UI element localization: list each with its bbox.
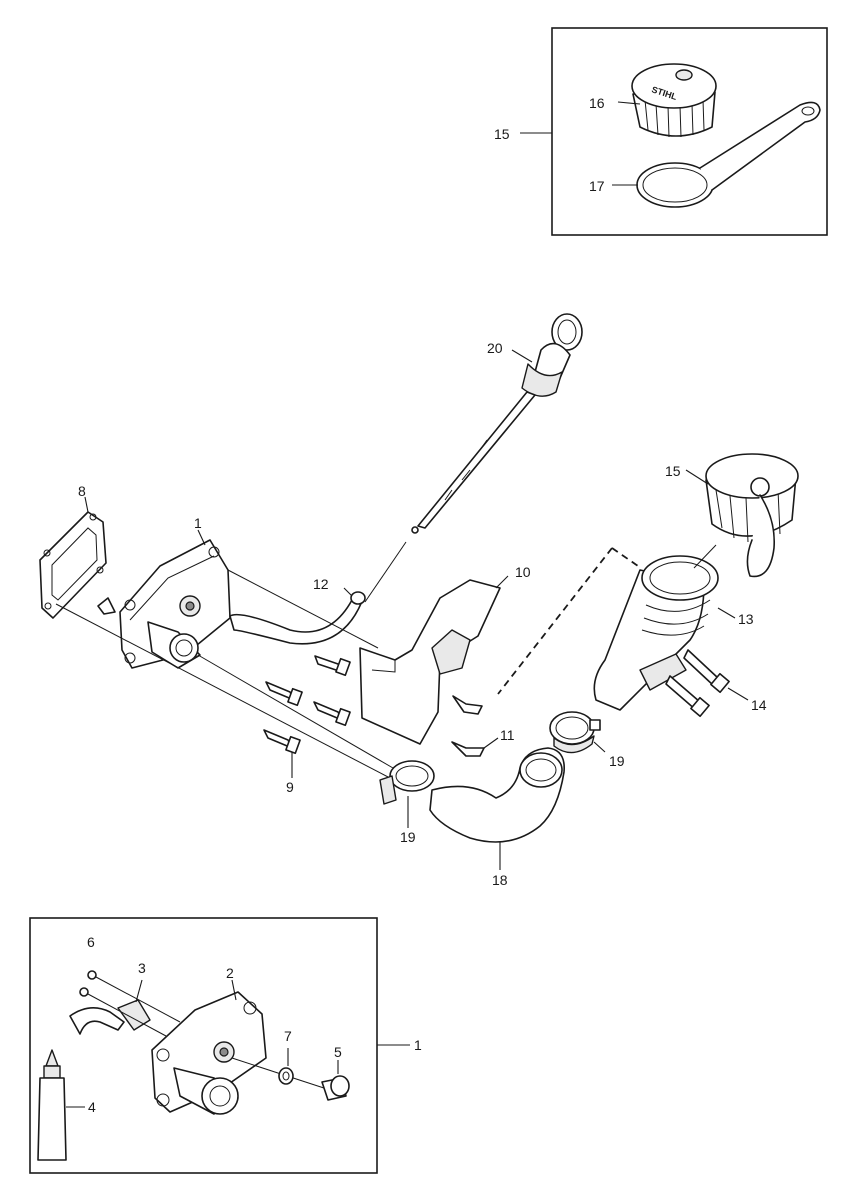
callout-16: 16 [589, 95, 605, 111]
housing-body [151, 979, 267, 1115]
callout-20: 20 [487, 340, 503, 356]
callout-15-main: 15 [665, 463, 681, 479]
callout-13: 13 [738, 611, 754, 627]
callout-18: 18 [492, 872, 508, 888]
callout-1-inset: 1 [414, 1037, 422, 1053]
callout-10: 10 [515, 564, 531, 580]
rubber-elbow-hose [429, 747, 565, 870]
sealant-tube [37, 1049, 85, 1161]
oil-hose [229, 587, 366, 645]
callout-3: 3 [138, 960, 146, 976]
filler-neck [593, 555, 736, 711]
fitting-and-screws [69, 970, 181, 1037]
inset-housing-kit [29, 917, 410, 1174]
callout-11: 11 [500, 727, 515, 743]
inset-cap-kit: STIHL [520, 27, 828, 236]
mounting-bracket [359, 575, 509, 745]
hose-clamp-right [549, 711, 606, 754]
bracket-bolts [451, 695, 499, 757]
callout-8: 8 [78, 483, 86, 499]
callout-2: 2 [226, 965, 234, 981]
dipstick [411, 313, 583, 534]
inset-frame-top [551, 27, 828, 236]
callout-19-right: 19 [609, 753, 625, 769]
tube-bolts [665, 649, 749, 718]
callout-1-main: 1 [194, 515, 202, 531]
callout-17: 17 [589, 178, 605, 194]
callout-7: 7 [284, 1028, 292, 1044]
oil-cap: STIHL [631, 63, 717, 138]
filler-cap [685, 453, 799, 578]
callout-12: 12 [313, 576, 329, 592]
callout-4: 4 [88, 1099, 96, 1115]
gasket [39, 496, 107, 619]
callout-9: 9 [286, 779, 294, 795]
callout-15-inset: 15 [494, 126, 510, 142]
oring-and-plug [231, 1048, 350, 1101]
hose-clamp-left [379, 760, 435, 828]
callout-14: 14 [751, 697, 767, 713]
cap-retainer-strap [636, 101, 821, 208]
bolts [263, 655, 351, 778]
callout-5: 5 [334, 1044, 342, 1060]
callout-19-left: 19 [400, 829, 416, 845]
housing [97, 529, 231, 669]
callout-6: 6 [87, 934, 95, 950]
